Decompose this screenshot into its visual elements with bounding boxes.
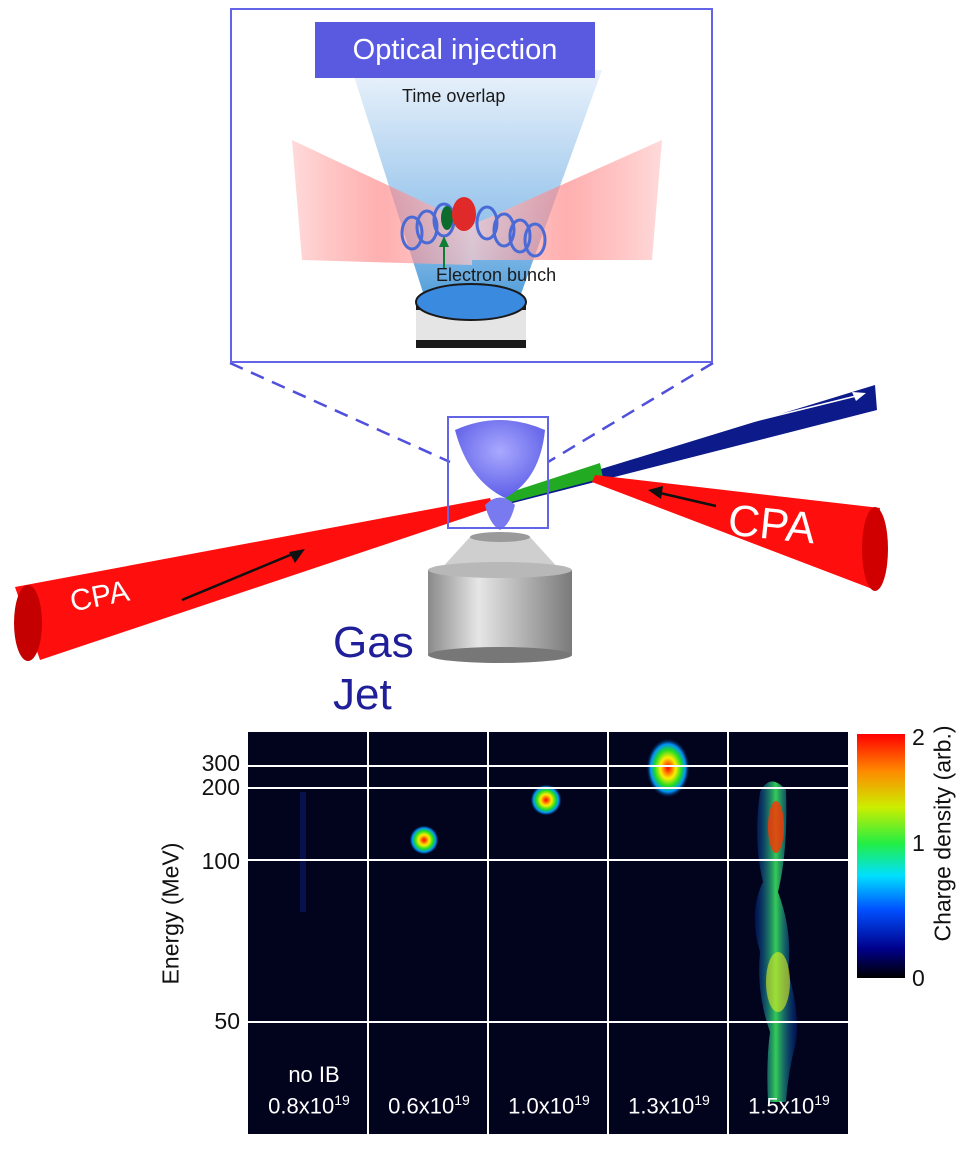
panel-1-label: 0.8x1019 (268, 1092, 350, 1119)
gas-label: Gas (333, 618, 414, 667)
electron-beam (500, 385, 877, 505)
cbar-tick-2: 2 (912, 724, 925, 750)
panel-1-noib: no IB (288, 1062, 340, 1087)
panel-5-label: 1.5x1019 (748, 1092, 830, 1119)
zoom-box (447, 416, 549, 529)
ytick-200: 200 (201, 774, 240, 800)
spectra-image (248, 732, 848, 1134)
gas-jet-nozzle (428, 532, 572, 663)
callout-lines (229, 361, 714, 464)
panel-3-label: 1.0x1019 (508, 1092, 590, 1119)
cpa-right-label: CPA (725, 495, 818, 554)
spectra-plot: no IB 0.8x1019 0.6x1019 1.0x1019 1.3x101… (248, 732, 848, 1134)
panel-2-label: 0.6x1019 (388, 1092, 470, 1119)
arrow-right (648, 486, 717, 508)
electron-bunch-marker (441, 206, 453, 230)
cbar-tick-0: 0 (912, 965, 925, 991)
colorbar (857, 734, 905, 978)
inset-illustration (292, 70, 662, 348)
ytick-50: 50 (214, 1008, 240, 1034)
ytick-100: 100 (201, 848, 240, 874)
gas-plume (455, 420, 545, 530)
cpa-laser-right (592, 475, 888, 591)
arrow-left (181, 549, 305, 602)
jet-label: Jet (333, 670, 392, 719)
ytick-300: 300 (201, 750, 240, 776)
cpa-laser-left (14, 498, 494, 661)
colorbar-label: Charge density (arb.) (929, 725, 956, 942)
time-overlap-label: Time overlap (402, 86, 506, 106)
cbar-tick-1: 1 (912, 830, 925, 856)
y-axis-label: Energy (MeV) (157, 842, 184, 985)
electron-bunch-label: Electron bunch (436, 265, 557, 285)
panel-4-label: 1.3x1019 (628, 1092, 710, 1119)
inset-title: Optical injection (315, 22, 595, 78)
